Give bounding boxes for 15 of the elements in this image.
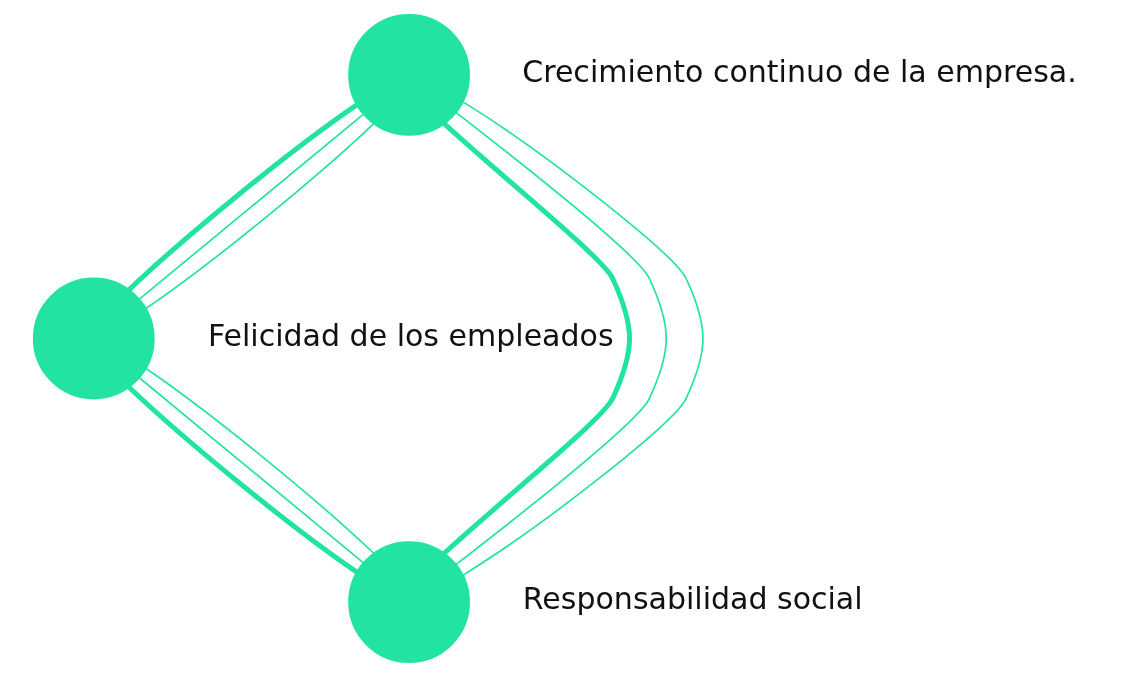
connector [442, 122, 632, 555]
connector [454, 111, 667, 566]
connector [144, 122, 375, 310]
connector [138, 113, 364, 300]
node-circle [32, 277, 155, 400]
node-label: Responsabilidad social [522, 581, 863, 617]
node-circle [347, 13, 470, 136]
connector [126, 385, 358, 575]
node-circle [347, 541, 470, 664]
connector [126, 102, 358, 292]
connector [461, 101, 704, 576]
node-label: Felicidad de los empleados [207, 317, 614, 353]
connector [138, 377, 364, 564]
connector [144, 367, 374, 555]
node-label: Crecimiento continuo de la empresa. [521, 54, 1077, 90]
